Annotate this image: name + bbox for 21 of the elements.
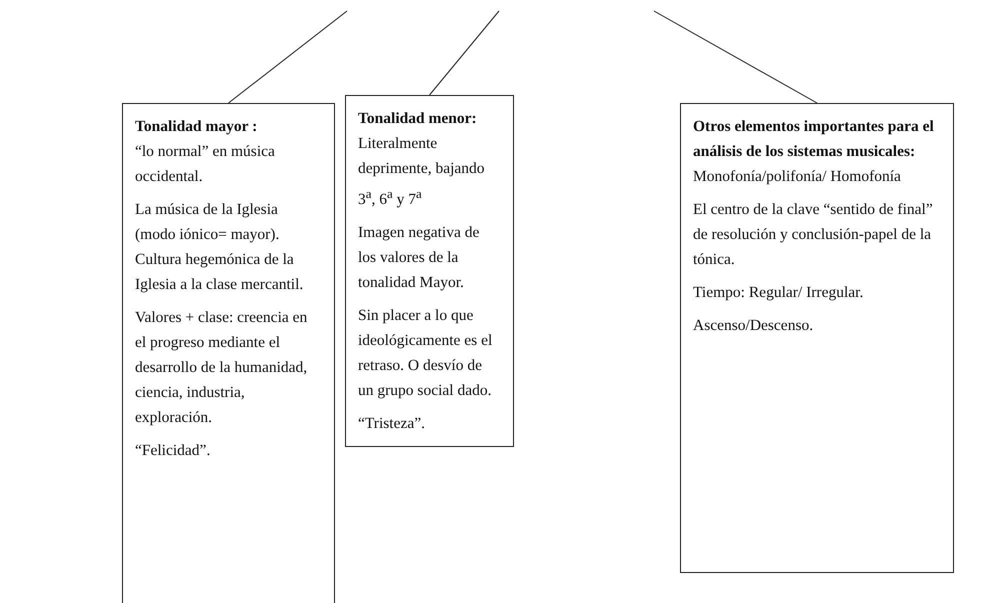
box-paragraph: Sin placer a lo que ideológicamente es el retraso. O desvío de un grupo social dado. bbox=[358, 306, 494, 402]
box-paragraph: Tiempo: Regular/ Irregular. bbox=[693, 283, 864, 303]
box-paragraph: La música de la Iglesia (modo iónico= mayor). Cultura hegemónica de la Iglesia a la clase mercantil. bbox=[135, 200, 304, 295]
connector-line bbox=[228, 10, 348, 104]
text-box bbox=[345, 95, 514, 448]
box-paragraph: “Felicidad”. bbox=[135, 441, 212, 461]
box-paragraph: Literalmente deprimente, bajando 3$^{a}$, 6$^{a}$ y 7$^{a}$ bbox=[358, 134, 486, 210]
connector-line bbox=[654, 10, 818, 104]
box-paragraph: Valores + clase: creencia en el progreso mediante el desarrollo de la humanidad, ciencia, industria, exploración. bbox=[135, 308, 308, 428]
box-heading: Tonalidad mayor : bbox=[135, 117, 258, 137]
text-box bbox=[680, 103, 954, 573]
box-paragraph: Imagen negativa de los valores de la tonalidad Mayor. bbox=[358, 223, 480, 294]
box-heading: Otros elementos importantes para el análisis de los sistemas musicales: bbox=[693, 117, 935, 162]
box-paragraph: “Tristeza”. bbox=[358, 414, 426, 434]
connector-line bbox=[429, 10, 500, 96]
box-paragraph: Ascenso/Descenso. bbox=[693, 316, 814, 336]
box-paragraph: Monofonía/polifonía/ Homofonía bbox=[693, 167, 902, 187]
box-paragraph: El centro de la clave “sentido de final” de resolución y conclusión-papel de la tónica. bbox=[693, 200, 934, 270]
box-paragraph: “lo normal” en música occidental. bbox=[135, 142, 276, 187]
text-box bbox=[122, 103, 335, 603]
box-heading: Tonalidad menor: bbox=[358, 109, 478, 129]
